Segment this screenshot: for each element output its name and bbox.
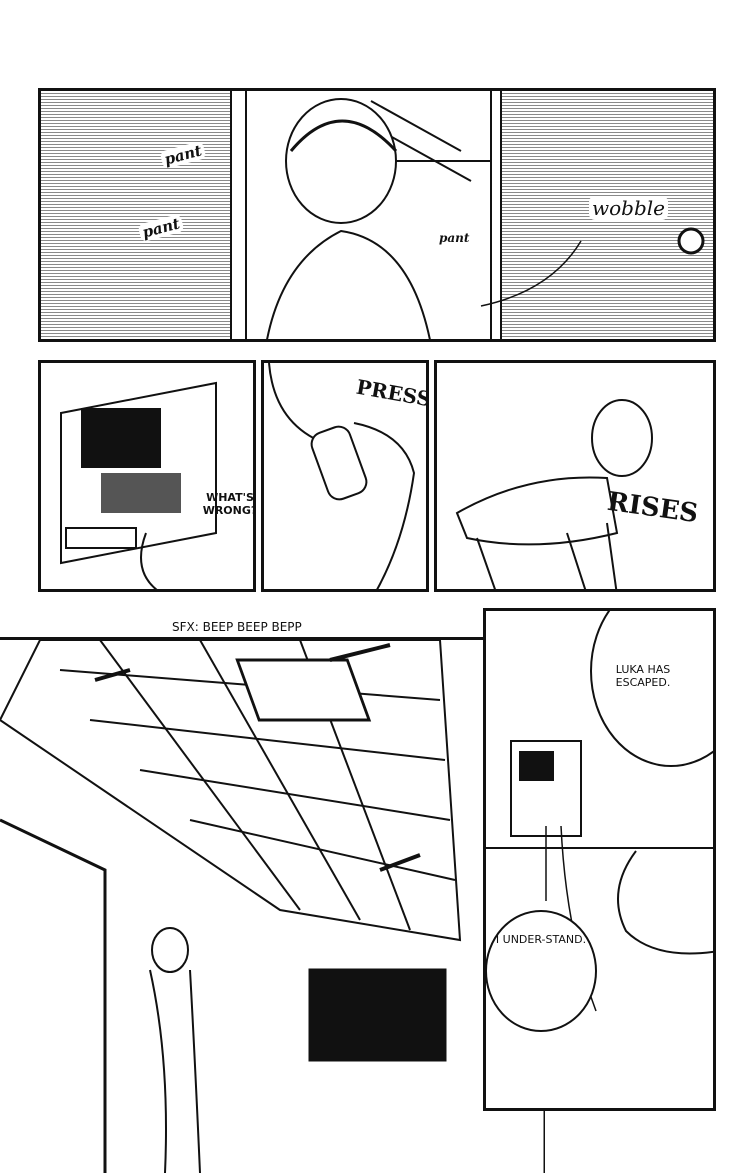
- dialogue-i-understand: I UNDER-STAND.: [495, 933, 587, 946]
- panel-girl-at-door: pant pant pant wobble: [38, 88, 716, 342]
- hallway-ceiling-illustration: [0, 640, 545, 1173]
- monitor-illustration: [60, 381, 217, 589]
- panel-hallway-alarm: [0, 637, 545, 1173]
- caption-sfx-beep: SFX: BEEP BEEP BEPP: [172, 620, 302, 634]
- sfx-wobble: wobble: [589, 196, 668, 220]
- panel-intercom-report: LUKA HAS ESCAPED. I UNDER-STAND.: [483, 608, 716, 1111]
- panel-monitor: WHAT'S WRONG?: [38, 360, 256, 592]
- girl-at-door-illustration: [230, 91, 705, 339]
- intercom-illustration: [486, 611, 713, 1032]
- panel-man-rises: RISES: [434, 360, 716, 592]
- hand-pressing-button-illustration: [268, 363, 416, 589]
- dialogue-luka-escaped: LUKA HAS ESCAPED.: [615, 663, 671, 690]
- man-rising-illustration: [455, 399, 653, 589]
- panel-press-button: PRESS: [261, 360, 429, 592]
- sfx-pant-3: pant: [436, 231, 473, 245]
- dialogue-whats-wrong: WHAT'S WRONG?: [202, 491, 256, 518]
